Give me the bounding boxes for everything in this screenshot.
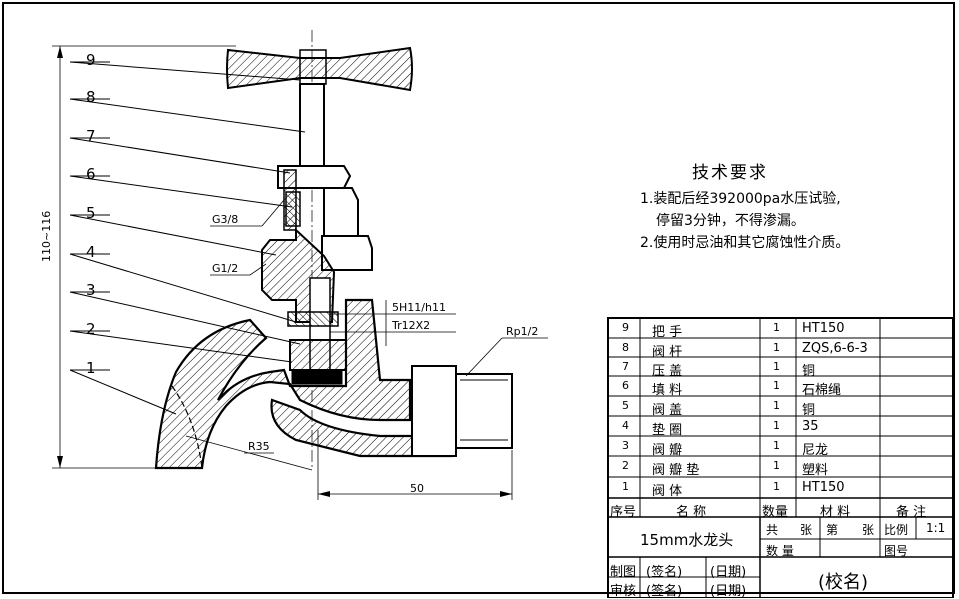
bom-cell-no: 2: [622, 459, 629, 472]
bom-header-name: 名 称: [676, 505, 707, 520]
bom-cell-qty: 1: [773, 480, 780, 493]
bom-cell-material: ZQS,6-6-3: [802, 341, 868, 356]
tb-drawn-signature: (签名): [646, 565, 683, 580]
tech-requirements-title: 技术要求: [692, 163, 768, 183]
drawing-name: 15mm水龙头: [640, 531, 734, 549]
bom-cell-no: 7: [622, 360, 629, 373]
part-label-3: 3: [86, 281, 96, 299]
bom-cell-material: 铜: [802, 403, 816, 418]
bom-cell-name: 填 料: [652, 383, 683, 398]
tech-requirement-2: 2.使用时忌油和其它腐蚀性介质。: [640, 235, 850, 251]
part-label-5: 5: [86, 204, 96, 222]
bom-header-material: 材 料: [820, 505, 851, 520]
bom-cell-qty: 1: [773, 360, 780, 373]
bom-cell-qty: 1: [773, 419, 780, 432]
part-label-4: 4: [86, 243, 96, 261]
part-label-7: 7: [86, 127, 96, 145]
bom-cell-name: 阀 体: [652, 484, 683, 499]
dim-thread: Tr12X2: [392, 319, 431, 332]
part-label-6: 6: [86, 165, 96, 183]
bom-cell-no: 9: [622, 321, 629, 334]
bom-cell-qty: 1: [773, 399, 780, 412]
tb-total: 共: [766, 523, 779, 537]
tb-drawing-no: 图号: [884, 544, 909, 558]
tb-scale-label: 比例: [884, 523, 909, 537]
part-label-8: 8: [86, 88, 96, 106]
dim-g12: G1/2: [212, 262, 239, 275]
bom-cell-name: 垫 圈: [652, 423, 683, 438]
dim-radius: R35: [248, 440, 270, 453]
tb-sheets: 张: [800, 523, 813, 537]
bom-cell-material: 铜: [802, 364, 816, 379]
body-part: [154, 298, 412, 470]
bom-cell-no: 1: [622, 480, 629, 493]
bom-cell-no: 4: [622, 419, 629, 432]
bom-cell-material: HT150: [802, 321, 845, 336]
bom-cell-name: 阀 瓣 垫: [652, 463, 700, 478]
bom-cell-material: 尼龙: [802, 443, 829, 458]
tb-drawn-date: (日期): [710, 565, 747, 580]
bom-cell-qty: 1: [773, 459, 780, 472]
dim-g38: G3/8: [212, 213, 239, 226]
stem-part: [299, 83, 325, 175]
bom-cell-material: 塑料: [802, 463, 829, 478]
bom-cell-material: HT150: [802, 480, 845, 495]
bom-cell-qty: 1: [773, 439, 780, 452]
bom-cell-material: 35: [802, 419, 819, 434]
bom-header-no: 序号: [610, 505, 637, 520]
handle-part: [226, 46, 413, 92]
bom-cell-no: 6: [622, 379, 629, 392]
bom-cell-no: 3: [622, 439, 629, 452]
bom-cell-material: 石棉绳: [802, 383, 842, 398]
tb-checked-signature: (签名): [646, 584, 683, 599]
tb-quantity: 数 量: [766, 544, 794, 558]
bom-cell-name: 阀 杆: [652, 345, 683, 360]
part-label-1: 1: [86, 359, 96, 377]
tb-checked-by: 审核: [610, 584, 637, 599]
bom-header-qty: 数量: [762, 505, 789, 520]
dim-fit: 5H11/h11: [392, 301, 446, 314]
parts-list-table: [607, 317, 954, 598]
bom-cell-qty: 1: [773, 341, 780, 354]
tb-page-sheets: 张: [862, 523, 875, 537]
bom-cell-qty: 1: [773, 321, 780, 334]
tb-scale: 1:1: [926, 521, 946, 535]
part-label-2: 2: [86, 320, 96, 338]
tb-drawn-by: 制图: [610, 565, 637, 580]
dim-rp: Rp1/2: [506, 325, 539, 338]
bom-cell-name: 阀 盖: [652, 403, 683, 418]
part-label-9: 9: [86, 51, 96, 69]
dim-width: 50: [410, 482, 424, 495]
bom-cell-name: 阀 瓣: [652, 443, 683, 458]
tech-requirement-1: 1.装配后经392000pa水压试验,: [640, 191, 841, 207]
tb-checked-date: (日期): [710, 584, 747, 599]
bom-cell-no: 8: [622, 341, 629, 354]
bom-header-note: 备 注: [896, 505, 927, 520]
bom-cell-no: 5: [622, 399, 629, 412]
dim-height: 110~116: [40, 210, 53, 262]
bom-cell-name: 把 手: [652, 325, 683, 340]
valve-disc-part: [289, 339, 347, 371]
bom-cell-qty: 1: [773, 379, 780, 392]
tech-requirement-1b: 停留3分钟，不得渗漏。: [656, 213, 805, 229]
bom-cell-name: 压 盖: [652, 364, 683, 379]
tb-page: 第: [826, 523, 839, 537]
tb-school: (校名): [818, 572, 869, 593]
